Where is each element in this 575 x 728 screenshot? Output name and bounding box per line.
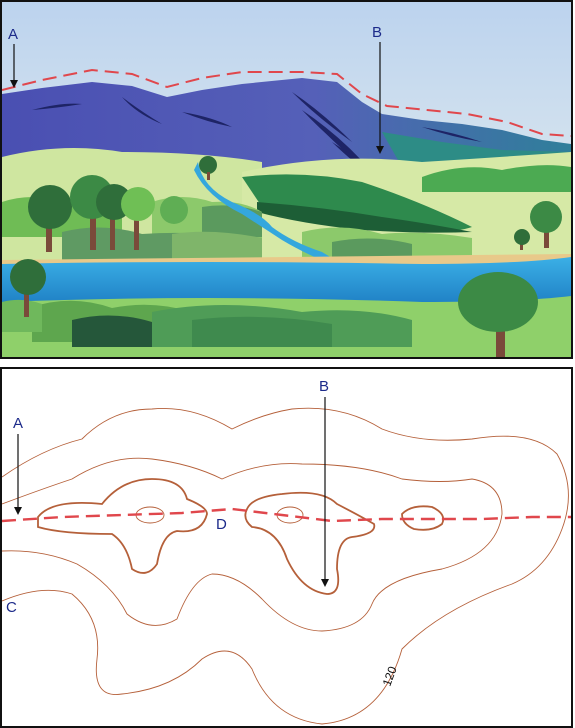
tree-cluster-left [28, 156, 217, 252]
tree-right-background [514, 201, 562, 250]
landscape-panel: A B [0, 0, 573, 359]
arrow-a-scene [10, 44, 18, 88]
contour-map-panel: A B C D 120 [0, 367, 573, 728]
label-b-map: B [319, 378, 329, 395]
forest-slope [242, 174, 472, 232]
contour-third [37, 478, 208, 574]
contour-value-label: 120 [380, 664, 400, 688]
label-c-map: C [6, 599, 17, 616]
contour-third-c [401, 505, 445, 531]
label-b-scene: B [372, 24, 382, 41]
contour-lines [2, 407, 569, 725]
label-a-scene: A [8, 26, 18, 43]
tree-left-shore [10, 259, 46, 317]
arrow-b-scene [376, 42, 384, 154]
landscape-illustration: A B [2, 2, 571, 357]
arrow-b-map [321, 397, 329, 587]
contour-outer [2, 407, 569, 725]
tree-right-foreground [458, 272, 538, 357]
lake [2, 257, 571, 306]
contour-second [2, 457, 503, 632]
bush-band-right [422, 165, 571, 192]
arrow-a-map [14, 434, 22, 515]
contour-third-b [244, 491, 376, 595]
label-a-map: A [13, 415, 23, 432]
profile-line-map [2, 507, 571, 523]
label-d-map: D [216, 516, 227, 533]
profile-line-scene [2, 68, 571, 137]
contour-map: A B C D 120 [2, 369, 571, 726]
foreground-bushes [2, 299, 412, 347]
forest-slope-dark [257, 202, 472, 233]
